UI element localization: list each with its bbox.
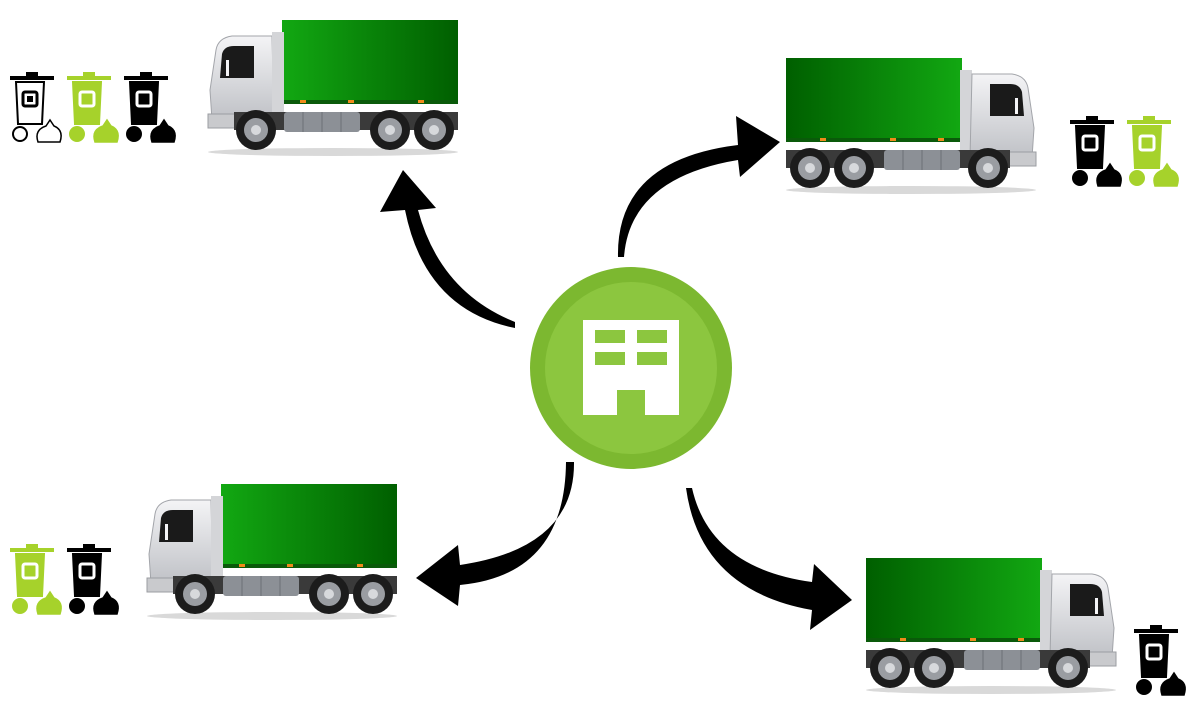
- arrow-to-southeast: [686, 488, 852, 630]
- truck-northwest: [207, 19, 459, 157]
- bins-northeast: [1070, 116, 1179, 187]
- waste-bin-icon-black: [1070, 116, 1122, 187]
- waste-bin-icon-black: [124, 72, 176, 143]
- waste-bin-icon-black: [67, 544, 119, 615]
- truck-northeast: [785, 57, 1037, 195]
- truck-southwest: [146, 483, 398, 621]
- truck-southeast: [865, 557, 1117, 695]
- arrow-to-northeast: [617, 116, 780, 257]
- arrow-to-southwest: [416, 462, 575, 606]
- waste-bin-icon-green: [10, 544, 62, 615]
- bins-southeast: [1134, 625, 1186, 696]
- bins-southwest: [10, 544, 119, 615]
- office-building-icon: [583, 320, 679, 415]
- hub: [530, 267, 732, 469]
- arrow-to-northwest: [380, 170, 515, 328]
- waste-bin-icon-green: [67, 72, 119, 143]
- waste-bin-icon-white: [10, 72, 62, 143]
- waste-bin-icon-black: [1134, 625, 1186, 696]
- waste-bin-icon-green: [1127, 116, 1179, 187]
- bins-northwest: [10, 72, 176, 143]
